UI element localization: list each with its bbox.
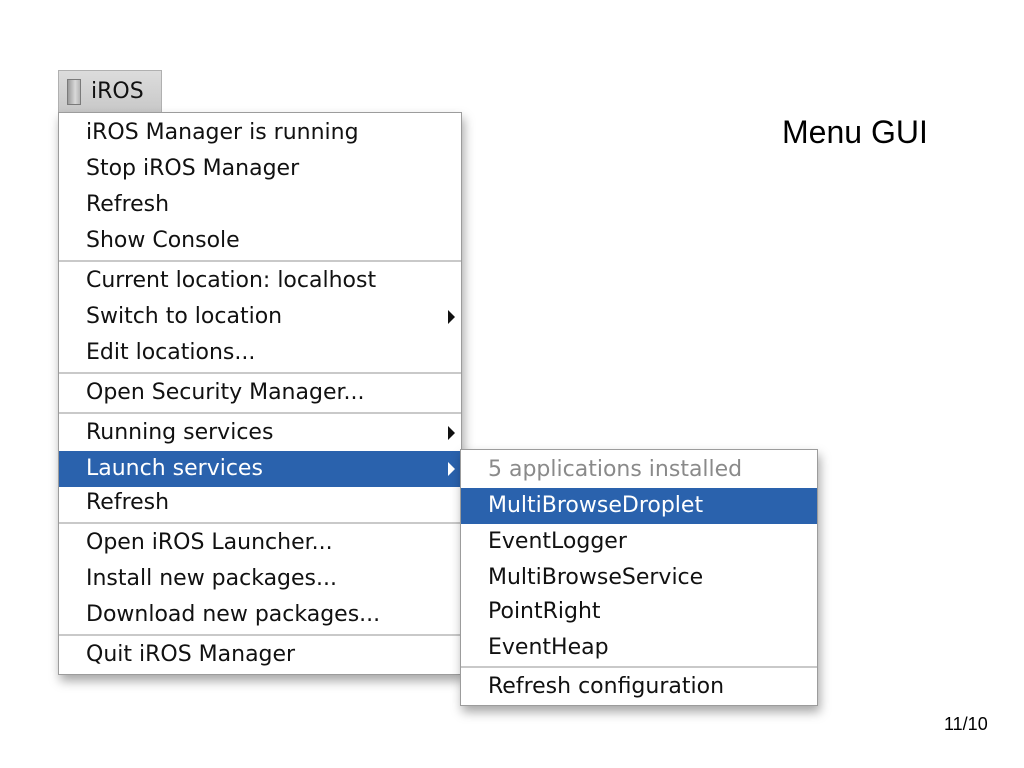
menu-item-label: iROS Manager is running <box>86 120 359 145</box>
menu-item-label: Stop iROS Manager <box>86 156 300 181</box>
menu-item-running-services[interactable]: Running services <box>59 415 461 451</box>
menu-item-stop-manager[interactable]: Stop iROS Manager <box>59 151 461 187</box>
menu-separator <box>59 372 461 374</box>
menu-item-label: Running services <box>86 420 274 445</box>
menu-item-status[interactable]: iROS Manager is running <box>59 115 461 151</box>
menu-item-label: PointRight <box>488 599 601 624</box>
menu-item-label: Open iROS Launcher... <box>86 530 333 555</box>
menu-item-open-launcher[interactable]: Open iROS Launcher... <box>59 525 461 561</box>
menu-separator <box>59 522 461 524</box>
launch-services-submenu: 5 applications installed MultiBrowseDrop… <box>460 449 818 706</box>
slide-title: Menu GUI <box>782 114 928 150</box>
submenu-header-count: 5 applications installed <box>461 452 817 488</box>
submenu-item-multibrowseservice[interactable]: MultiBrowseService <box>461 560 817 596</box>
submenu-arrow-icon <box>448 462 455 476</box>
submenu-item-eventlogger[interactable]: EventLogger <box>461 524 817 560</box>
menu-item-label: Launch services <box>86 456 263 481</box>
menu-item-refresh[interactable]: Refresh <box>59 187 461 223</box>
submenu-item-pointright[interactable]: PointRight <box>461 594 817 630</box>
submenu-arrow-icon <box>448 310 455 324</box>
submenu-item-multibrowsedroplet[interactable]: MultiBrowseDroplet <box>461 488 817 524</box>
menu-item-switch-location[interactable]: Switch to location <box>59 299 461 335</box>
menu-item-label: Current location: localhost <box>86 268 377 293</box>
menu-item-label: Quit iROS Manager <box>86 642 296 667</box>
menu-item-current-location[interactable]: Current location: localhost <box>59 263 461 299</box>
menu-item-label: Switch to location <box>86 304 283 329</box>
page-number: 11/10 <box>944 714 988 734</box>
submenu-item-eventheap[interactable]: EventHeap <box>461 630 817 666</box>
menu-item-launch-services[interactable]: Launch services <box>59 451 461 487</box>
menu-item-label: EventLogger <box>488 529 627 554</box>
menu-item-label: Edit locations... <box>86 340 256 365</box>
menu-item-quit-manager[interactable]: Quit iROS Manager <box>59 637 461 673</box>
iros-app-icon <box>67 78 81 105</box>
menu-item-label: MultiBrowseDroplet <box>488 493 704 518</box>
menu-separator <box>59 634 461 636</box>
menu-item-label: Refresh configuration <box>488 674 725 699</box>
menu-item-refresh-services[interactable]: Refresh <box>59 485 461 521</box>
menu-separator <box>59 260 461 262</box>
menu-item-label: Show Console <box>86 228 240 253</box>
menubar-extra-iros[interactable]: iROS <box>58 70 162 112</box>
menu-item-label: Refresh <box>86 192 170 217</box>
menu-item-open-security-manager[interactable]: Open Security Manager... <box>59 375 461 411</box>
menu-item-install-packages[interactable]: Install new packages... <box>59 561 461 597</box>
submenu-arrow-icon <box>448 426 455 440</box>
menu-item-label: 5 applications installed <box>488 457 743 482</box>
menu-item-label: Refresh <box>86 490 170 515</box>
menubar-label: iROS <box>91 79 144 104</box>
menu-item-download-packages[interactable]: Download new packages... <box>59 597 461 633</box>
menu-item-label: Download new packages... <box>86 602 381 627</box>
menu-separator <box>59 412 461 414</box>
menu-item-edit-locations[interactable]: Edit locations... <box>59 335 461 371</box>
menu-item-label: Open Security Manager... <box>86 380 365 405</box>
submenu-item-refresh-configuration[interactable]: Refresh configuration <box>461 669 817 705</box>
menu-separator <box>461 666 817 668</box>
iros-main-menu: iROS Manager is running Stop iROS Manage… <box>58 112 462 675</box>
menu-item-show-console[interactable]: Show Console <box>59 223 461 259</box>
menu-item-label: MultiBrowseService <box>488 565 704 590</box>
menu-item-label: EventHeap <box>488 635 609 660</box>
menu-item-label: Install new packages... <box>86 566 338 591</box>
